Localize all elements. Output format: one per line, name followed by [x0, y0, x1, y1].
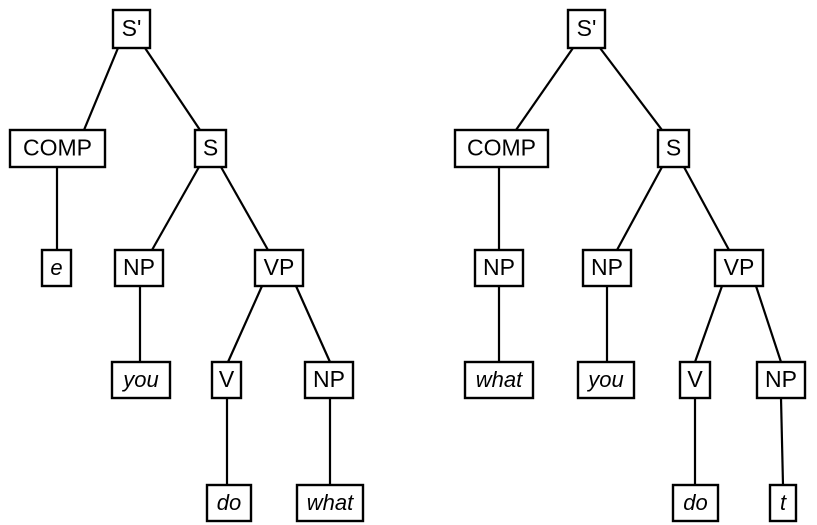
node-label-R-NP1: NP — [591, 254, 623, 280]
node-box-R-NP2[interactable] — [755, 360, 807, 400]
node-box-L-you[interactable] — [110, 360, 172, 400]
node-box-R-what[interactable] — [463, 360, 535, 400]
tree-node-L-Sbar[interactable]: S' — [111, 8, 152, 50]
tree-node-R-NP1[interactable]: NP — [581, 248, 633, 288]
tree-edge-R-S-to-R-NP1 — [616, 166, 663, 251]
node-box-R-COMP[interactable] — [453, 128, 550, 169]
tree-edge-R-NP2-to-R-t — [779, 397, 785, 486]
node-box-L-VP[interactable] — [253, 248, 305, 288]
node-label-R-you: you — [586, 367, 623, 392]
node-box-L-do[interactable] — [205, 483, 253, 523]
node-box-R-t[interactable] — [768, 483, 798, 523]
node-box-R-NP1[interactable] — [581, 248, 633, 288]
tree-edge-L-S-to-L-VP — [220, 166, 269, 251]
node-label-L-Sbar: S' — [122, 15, 142, 41]
node-box-L-S[interactable] — [193, 128, 228, 169]
node-label-L-NP2: NP — [313, 366, 345, 392]
node-box-L-NP1[interactable] — [113, 248, 165, 288]
tree-node-L-S[interactable]: S — [193, 128, 228, 169]
node-box-L-NP2[interactable] — [303, 360, 355, 400]
node-label-R-NP0: NP — [483, 254, 515, 280]
tree-node-R-VP[interactable]: VP — [713, 248, 765, 288]
node-label-R-COMP: COMP — [467, 135, 536, 161]
node-box-L-e[interactable] — [40, 248, 73, 288]
tree-node-L-what[interactable]: what — [295, 483, 365, 523]
node-label-R-Sbar: S' — [577, 15, 597, 41]
tree-edge-L-Sbar-to-L-S — [144, 47, 201, 131]
node-label-L-S: S — [203, 135, 218, 161]
tree-node-R-NP0[interactable]: NP — [473, 248, 525, 288]
tree-edge-R-Sbar-to-R-COMP — [515, 47, 574, 131]
node-label-R-V: V — [687, 366, 703, 392]
node-box-R-V[interactable] — [678, 360, 712, 400]
node-box-R-VP[interactable] — [713, 248, 765, 288]
tree-edge-L-Sbar-to-L-COMP — [82, 47, 120, 131]
tree-node-R-NP2[interactable]: NP — [755, 360, 807, 400]
tree-edge-L-S-to-L-NP1 — [151, 166, 200, 251]
node-box-R-Sbar[interactable] — [566, 8, 607, 50]
tree-node-L-COMP[interactable]: COMP — [8, 128, 107, 169]
tree-node-L-NP2[interactable]: NP — [303, 360, 355, 400]
node-box-L-what[interactable] — [295, 483, 365, 523]
surface-structure-tree: S' COMP S NP NP VP what you V NP do t — [453, 8, 807, 523]
tree-edge-L-VP-to-L-V — [226, 285, 264, 363]
tree-edge-R-VP-to-R-NP2 — [754, 285, 783, 363]
node-box-R-do[interactable] — [671, 483, 720, 523]
tree-node-R-V[interactable]: V — [678, 360, 712, 400]
node-box-R-you[interactable] — [576, 360, 636, 400]
tree-edges — [497, 47, 785, 486]
tree-node-R-S[interactable]: S — [656, 128, 691, 169]
node-label-R-t: t — [780, 490, 787, 515]
tree-edge-R-S-to-R-VP — [683, 166, 730, 251]
tree-edge-R-Sbar-to-R-S — [599, 47, 663, 131]
node-label-L-NP1: NP — [123, 254, 155, 280]
node-label-L-you: you — [121, 367, 158, 392]
tree-edges — [55, 47, 332, 485]
node-label-R-NP2: NP — [765, 366, 797, 392]
tree-node-L-e[interactable]: e — [40, 248, 73, 288]
tree-node-R-COMP[interactable]: COMP — [453, 128, 550, 169]
node-label-L-V: V — [219, 366, 235, 392]
tree-node-L-VP[interactable]: VP — [253, 248, 305, 288]
tree-nodes: S' COMP S NP NP VP what you V NP do t — [453, 8, 807, 523]
node-label-R-S: S — [666, 135, 681, 161]
node-box-R-NP0[interactable] — [473, 248, 525, 288]
tree-node-L-NP1[interactable]: NP — [113, 248, 165, 288]
node-label-L-do: do — [217, 490, 241, 515]
node-box-L-COMP[interactable] — [8, 128, 107, 169]
tree-node-L-do[interactable]: do — [205, 483, 253, 523]
node-label-R-what: what — [476, 367, 523, 392]
tree-node-L-V[interactable]: V — [210, 360, 243, 400]
node-label-L-COMP: COMP — [23, 135, 92, 161]
tree-node-R-you[interactable]: you — [576, 360, 636, 400]
node-box-L-V[interactable] — [210, 360, 243, 400]
node-box-L-Sbar[interactable] — [111, 8, 152, 50]
tree-node-R-what[interactable]: what — [463, 360, 535, 400]
node-label-R-do: do — [683, 490, 707, 515]
tree-edge-R-VP-to-R-V — [693, 285, 724, 363]
node-label-L-e: e — [50, 255, 62, 280]
node-label-R-VP: VP — [724, 254, 755, 280]
node-label-L-what: what — [307, 490, 354, 515]
tree-node-L-you[interactable]: you — [110, 360, 172, 400]
node-box-R-S[interactable] — [656, 128, 691, 169]
tree-node-R-t[interactable]: t — [768, 483, 798, 523]
node-label-L-VP: VP — [264, 254, 295, 280]
tree-node-R-do[interactable]: do — [671, 483, 720, 523]
tree-edge-L-VP-to-L-NP2 — [294, 285, 332, 363]
tree-node-R-Sbar[interactable]: S' — [566, 8, 607, 50]
